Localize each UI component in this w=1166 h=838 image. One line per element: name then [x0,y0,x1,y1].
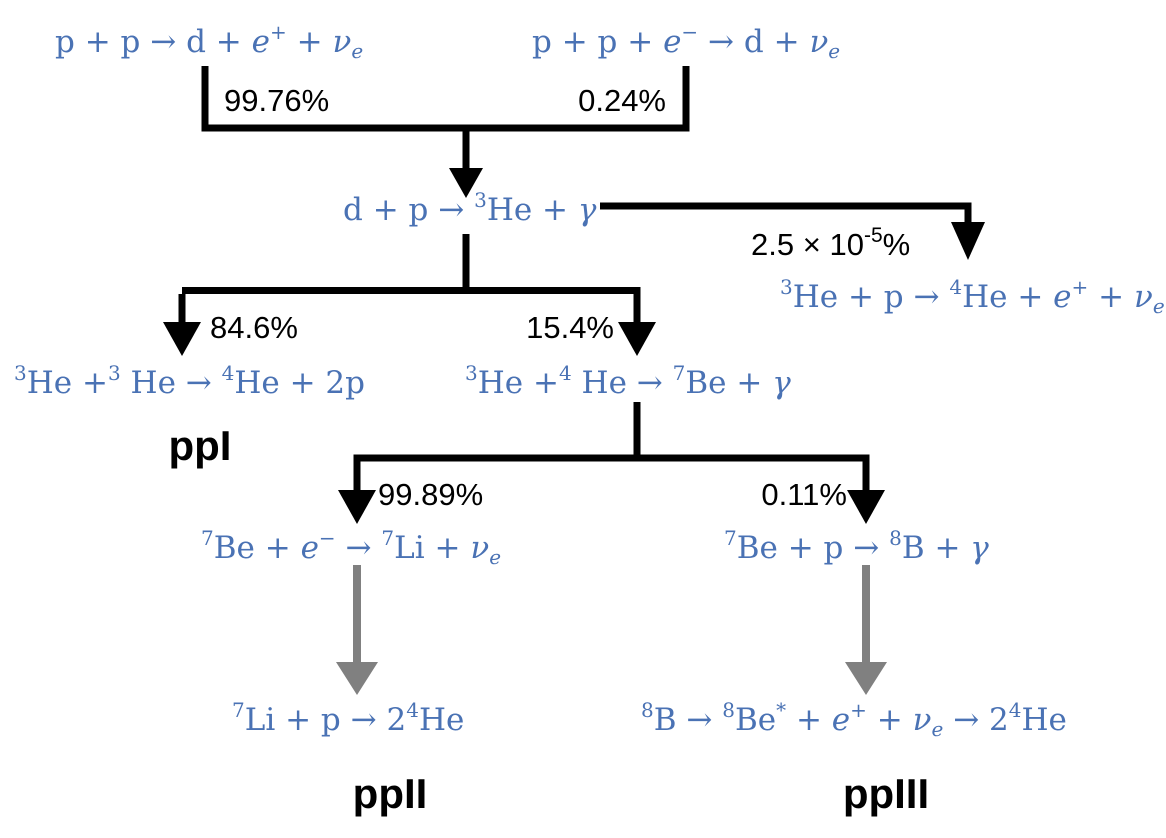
dp-split-line [178,287,641,325]
hep-branch-line [600,202,972,224]
reaction-hep: 3He + p → 4He + e+ + νe [780,266,1165,318]
ppIII-arrowhead [847,490,885,524]
reaction-be7e: 7Be + e− → 7Li + νe [201,517,501,569]
hep-arrowhead [951,222,985,260]
ppI-arrowhead [163,322,201,356]
reaction-be7p: 7Be + p → 8B + γ [724,526,989,566]
secondary-arrows [336,565,887,695]
reactions: p + p → d + e+ + νe p + p + e− → d + νe … [14,11,1165,744]
reaction-pp: p + p → d + e+ + νe [55,11,363,63]
branch-labels: 99.76% 0.24% 2.5 × 10-5% 84.6% 15.4% 99.… [210,83,910,512]
reaction-li7p: 7Li + p → 24He [232,698,464,738]
chain-label-ppIII: ppIII [843,770,929,817]
reaction-he3he3: 3He +3 He → 4He + 2p [14,361,365,401]
he3he4-arrowhead [618,322,656,356]
branch-label-hep: 2.5 × 10-5% [751,224,910,262]
pp-merge-line [201,66,690,132]
dp-arrowhead [449,168,483,198]
reaction-b8: 8B → 8Be* + e+ + νe → 24He [641,689,1067,744]
reaction-pep: p + p + e− → d + νe [532,11,840,63]
branch-label-pp: 99.76% [224,83,329,118]
ppIII-gray-arrowhead [845,662,887,695]
branch-label-ppII: 99.89% [378,477,483,512]
main-flow-lines [178,66,972,494]
ppII-gray-arrowhead [336,662,378,695]
branch-label-pep: 0.24% [578,83,666,118]
chain-label-ppII: ppII [353,770,428,817]
branch-label-ppIII: 0.11% [761,477,847,512]
ppII-arrowhead [338,490,376,524]
chain-label-ppI: ppI [169,422,232,469]
main-arrowheads [163,168,985,524]
reaction-he3he4: 3He +4 He → 7Be + γ [465,361,791,401]
branch-label-ppI: 84.6% [210,310,298,345]
branch-label-he3he4: 15.4% [526,310,614,345]
chain-labels: ppI ppII ppIII [169,422,930,817]
he3he4-split-line [353,454,870,494]
reaction-dp: d + p → 3He + γ [343,188,597,228]
